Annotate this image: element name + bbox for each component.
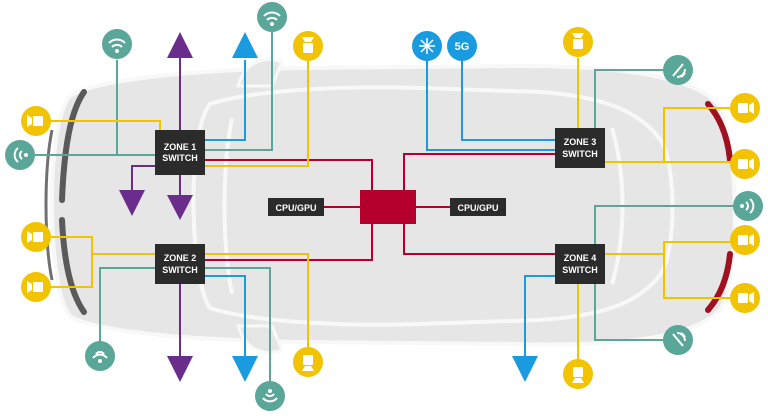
link-radar-zone2 [205, 267, 271, 388]
zone-4-switch: ZONE 4 SWITCH [555, 244, 605, 284]
cpu-gpu-right-box [450, 198, 506, 216]
cpu-gpu-left-box [268, 198, 324, 216]
link-cam-rear-top [205, 58, 309, 167]
link-net-zone4 [524, 275, 555, 356]
radar-wave-icon [663, 55, 693, 85]
zone-1-label-line2: SWITCH [162, 153, 198, 163]
radar-wave-icon [5, 140, 35, 170]
cpu-gpu-left-label: CPU/GPU [275, 203, 316, 213]
video-camera-icon [730, 283, 760, 313]
video-camera-icon [563, 27, 593, 57]
camera-links [40, 58, 745, 366]
actuator-arrow-icon [119, 190, 145, 216]
link-net-zone1 [205, 60, 246, 141]
zone-2-switch: ZONE 2 SWITCH [155, 244, 205, 284]
zone-3-label-line2: SWITCH [562, 149, 598, 159]
network-links [205, 60, 555, 356]
link-cam-front-top [40, 120, 161, 130]
radar-wave-icon [85, 341, 115, 371]
ethernet-backbone [205, 153, 555, 261]
link-zone4-central [403, 224, 555, 255]
link-cam-front-low [40, 254, 93, 288]
zone-3-switch: ZONE 3 SWITCH [555, 128, 605, 168]
link-cam-rear-right-c [605, 241, 745, 255]
radar-wave-icon [733, 191, 763, 221]
link-cam-rear-right-d [663, 254, 745, 299]
link-cam-rear-right-a [663, 107, 745, 162]
wifi-icon [102, 29, 132, 59]
link-zone1-central [205, 159, 373, 192]
video-camera-icon [21, 222, 51, 252]
link-radar-rear-bottom [594, 284, 678, 341]
actuator-arrow-icon [167, 195, 193, 220]
link-gps [426, 60, 555, 151]
link-zone3-central [403, 153, 555, 192]
wifi-icon [257, 2, 287, 32]
network-arrow-icon [232, 356, 258, 382]
link-cam-front-mid [40, 236, 155, 255]
link-net-zone2 [205, 275, 246, 356]
video-camera-icon [730, 225, 760, 255]
zone-2-switch-box [155, 244, 205, 284]
taillight-bottom [705, 251, 733, 313]
zone-4-label-line1: ZONE 4 [564, 253, 597, 263]
link-zone2-central [205, 224, 373, 261]
video-camera-icon [21, 272, 51, 302]
video-camera-icon [730, 93, 760, 123]
cpu-gpu-right-label: CPU/GPU [457, 203, 498, 213]
zone-2-label-line1: ZONE 2 [164, 253, 197, 263]
network-arrow-icon [512, 356, 538, 382]
link-radar-rear-mid [594, 205, 745, 246]
5g-icon: 5G [447, 31, 477, 61]
actuator-arrow-icon [167, 32, 193, 58]
headlight-left-top [59, 89, 87, 203]
zone-1-switch: ZONE 1 SWITCH [155, 130, 205, 175]
car-cabin [191, 85, 675, 327]
link-radar-front-bottom [99, 267, 155, 348]
zone-1-switch-box [155, 130, 205, 175]
gps-antenna-icon [412, 31, 442, 61]
radar-links [20, 32, 745, 388]
5g-label: 5G [455, 41, 470, 53]
actuator-arrow-icon [167, 356, 193, 382]
windshield-line [222, 117, 234, 295]
link-cam-zone2-bottom [205, 253, 309, 352]
radar-wave-icon [255, 381, 285, 411]
link-radar-rear-top [594, 69, 678, 128]
video-camera-icon [563, 359, 593, 389]
zone-3-label-line1: ZONE 3 [564, 137, 597, 147]
video-camera-icon [21, 106, 51, 136]
video-camera-icon [730, 149, 760, 179]
radar-wave-icon [663, 325, 693, 355]
headlight-left-bottom [59, 217, 87, 315]
zone-4-label-line2: SWITCH [562, 265, 598, 275]
headlight-left-outer [44, 129, 54, 281]
network-arrow-icon [232, 32, 258, 58]
zone-3-switch-box [555, 128, 605, 168]
video-camera-icon [293, 347, 323, 377]
link-5g [461, 60, 555, 141]
video-camera-icon [293, 31, 323, 61]
link-wifi-zone1 [205, 32, 273, 151]
zone-4-switch-box [555, 244, 605, 284]
central-compute-unit [360, 190, 416, 224]
zone-1-label-line1: ZONE 1 [164, 142, 197, 152]
zone-2-label-line2: SWITCH [162, 265, 198, 275]
arrow-heads [119, 32, 538, 382]
